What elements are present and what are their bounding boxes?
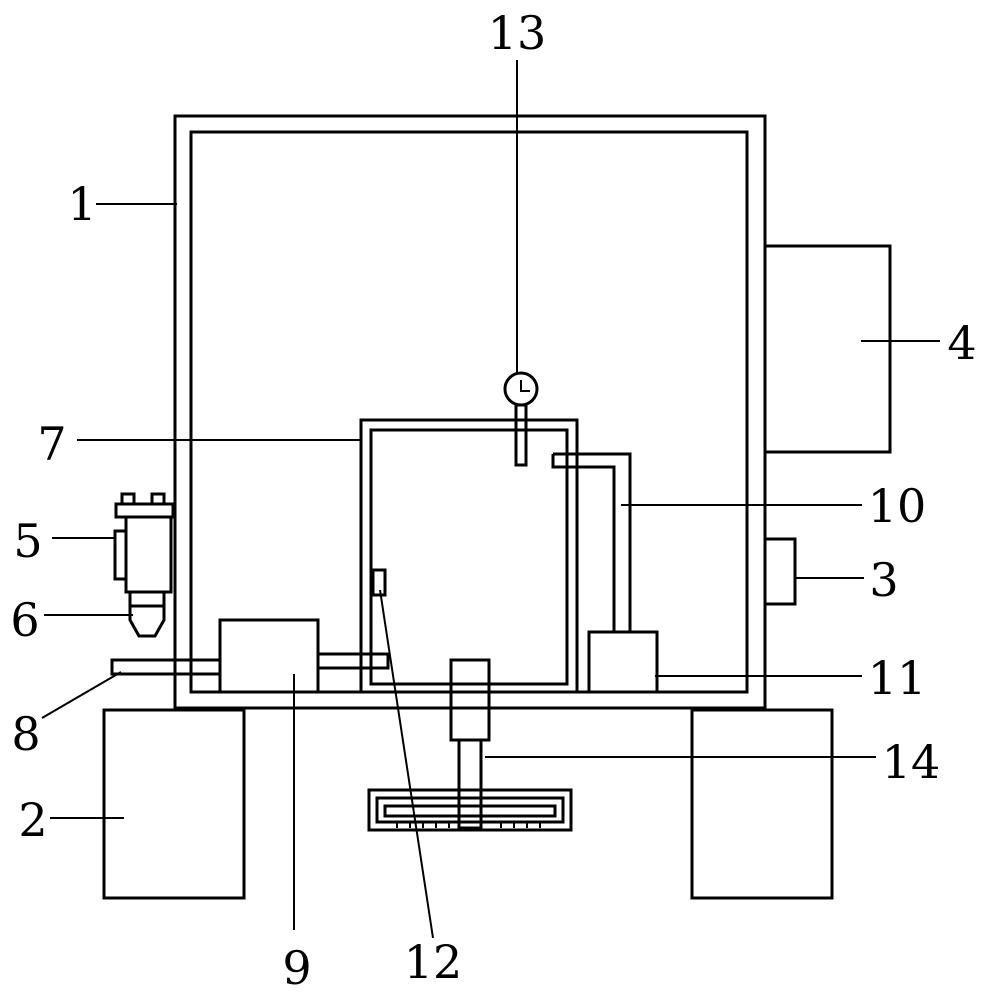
label-12: 12 [404,935,463,989]
inner-tank [361,420,577,692]
label-4: 4 [947,316,976,370]
label-9: 9 [282,941,311,995]
label-11: 11 [868,651,927,705]
label-10: 10 [868,479,927,533]
label-6: 6 [10,593,39,647]
label-3: 3 [869,553,898,607]
pipe-and-pump [553,454,657,692]
small-side-box [765,539,795,604]
label-13: 13 [488,6,547,60]
label-8: 8 [11,707,40,761]
label-1: 1 [67,177,96,231]
outlet-pipe-and-box [112,620,388,692]
sensor [373,570,385,595]
label-2: 2 [18,793,47,847]
label-14: 14 [882,735,941,789]
label-7: 7 [37,417,66,471]
label-5: 5 [13,514,42,568]
side-box [765,246,890,452]
support-legs [104,710,832,898]
